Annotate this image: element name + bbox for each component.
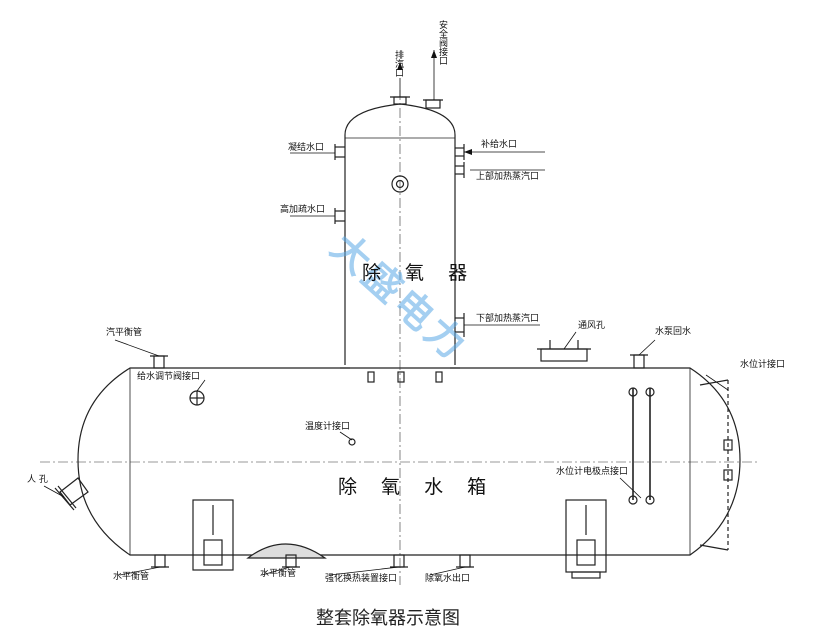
hp-drain-nozzle bbox=[334, 208, 345, 224]
exhaust-port-label: 排汽口 bbox=[393, 50, 403, 77]
figure-caption: 整套除氧器示意图 bbox=[316, 608, 460, 629]
thermometer-port-label: 温度计接口 bbox=[305, 422, 351, 432]
pump-return-nozzle bbox=[633, 354, 645, 369]
pump-return-label: 水泵回水 bbox=[655, 327, 692, 337]
manhole-nozzle bbox=[59, 477, 89, 506]
upper-heating-steam-nozzle bbox=[455, 162, 465, 178]
upper-heating-steam-label: 上部加热蒸汽口 bbox=[476, 172, 540, 182]
vent-hole-label: 通风孔 bbox=[578, 321, 606, 331]
vent-hole-flange bbox=[540, 348, 588, 362]
makeup-water-label: 补给水口 bbox=[481, 140, 518, 150]
deaerated-outlet-label: 除氧水出口 bbox=[425, 574, 471, 584]
level-electrode-port-label: 水位计电极点接口 bbox=[556, 467, 629, 477]
thermometer-port-icon bbox=[348, 438, 356, 446]
water-balance-left-label: 水平衡管 bbox=[113, 572, 150, 582]
tank-title: 除 氧 水 箱 bbox=[338, 476, 496, 498]
safety-valve-nozzle bbox=[425, 99, 441, 109]
enhanced-heat-exchange-label: 强化换热装置接口 bbox=[325, 574, 398, 584]
heat-exchange-dome bbox=[246, 543, 327, 559]
safety-valve-port-label: 安全阀接口 bbox=[437, 20, 447, 65]
lower-heating-steam-label: 下部加热蒸汽口 bbox=[476, 314, 540, 324]
feed-control-valve-label: 给水调节阀接口 bbox=[137, 372, 201, 382]
tower-title: 除 氧 器 bbox=[362, 262, 477, 284]
water-balance-mid-label: 水平衡管 bbox=[260, 569, 297, 579]
steam-balance-nozzle bbox=[153, 355, 165, 369]
hp-drain-label: 高加疏水口 bbox=[280, 205, 326, 215]
makeup-water-nozzle bbox=[455, 144, 465, 160]
steam-balance-label: 汽平衡管 bbox=[106, 328, 143, 338]
left-sump bbox=[192, 499, 234, 571]
manhole-label: 人 孔 bbox=[27, 475, 48, 485]
condensate-nozzle bbox=[334, 144, 345, 160]
level-gauge-port-label: 水位计接口 bbox=[740, 360, 786, 370]
storage-tank bbox=[77, 367, 741, 556]
condensate-label: 凝结水口 bbox=[288, 143, 325, 153]
